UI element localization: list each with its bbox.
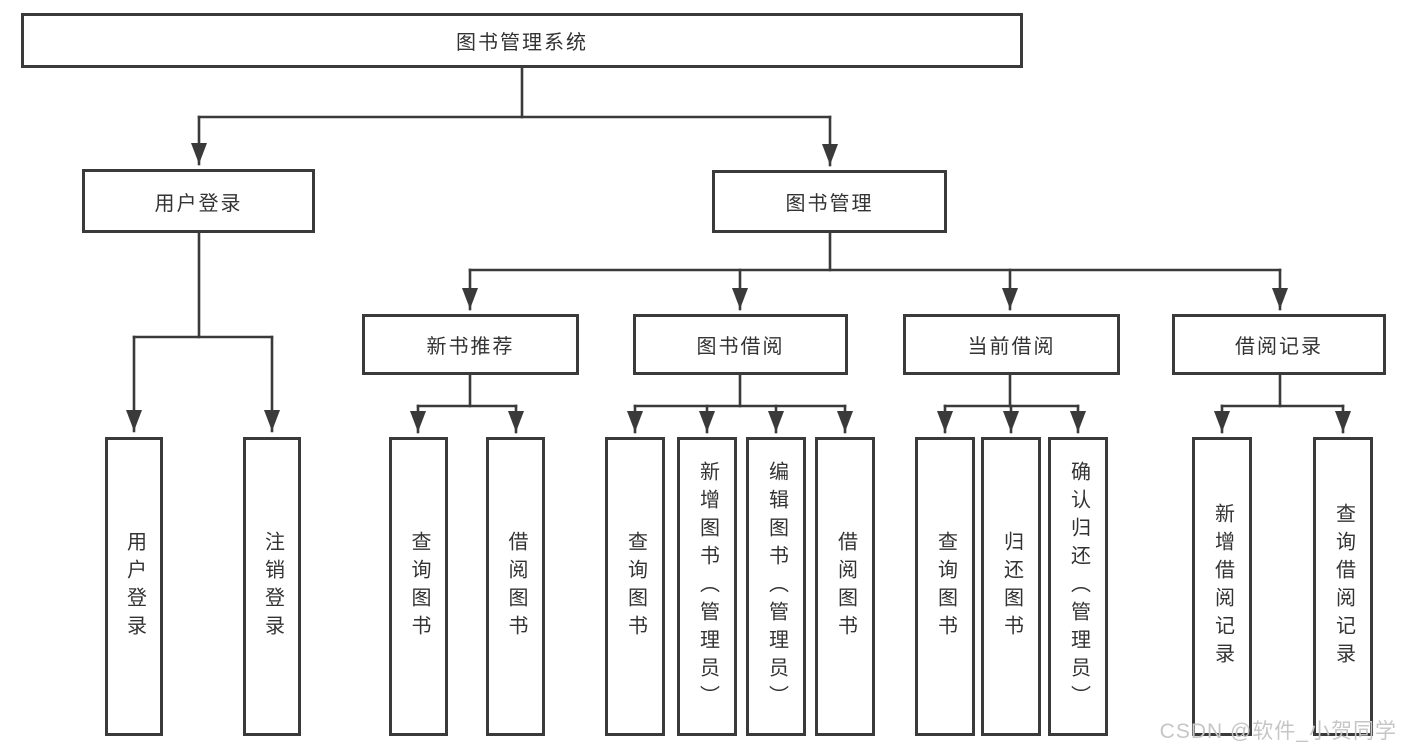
node-borrow-records: 借阅记录 <box>1172 314 1386 375</box>
leaf-return-book: 归还图书 <box>981 437 1041 736</box>
leaf-query-books-current: 查询图书 <box>915 437 975 736</box>
leaf-user-login-label: 用户登录 <box>123 530 146 643</box>
leaf-borrow-books-recommend-label: 借阅图书 <box>505 530 527 643</box>
leaf-add-borrow-record-label: 新增借阅记录 <box>1211 502 1234 671</box>
leaf-borrow-book: 借阅图书 <box>815 437 875 736</box>
leaf-borrow-book-label: 借阅图书 <box>834 530 857 643</box>
csdn-watermark: CSDN @软件_小贺同学 <box>1159 720 1397 743</box>
leaf-add-book-admin-label: 新增图书（管理员） <box>696 460 719 713</box>
leaf-query-books-borrow: 查询图书 <box>605 437 665 736</box>
leaf-query-books-recommend-label: 查询图书 <box>408 530 430 643</box>
leaf-return-book-label: 归还图书 <box>1000 530 1023 643</box>
leaf-add-borrow-record: 新增借阅记录 <box>1192 437 1252 736</box>
leaf-borrow-books-recommend: 借阅图书 <box>486 437 545 736</box>
leaf-query-books-borrow-label: 查询图书 <box>624 530 647 643</box>
leaf-user-login: 用户登录 <box>105 437 163 736</box>
leaf-logout-label: 注销登录 <box>261 530 284 643</box>
leaf-query-borrow-record-label: 查询借阅记录 <box>1332 502 1355 671</box>
leaf-confirm-return-admin: 确认归还（管理员） <box>1048 437 1108 736</box>
leaf-edit-book-admin: 编辑图书（管理员） <box>746 437 806 736</box>
leaf-query-books-current-label: 查询图书 <box>934 530 957 643</box>
node-new-book-recommend: 新书推荐 <box>362 314 579 375</box>
leaf-logout: 注销登录 <box>243 437 301 736</box>
leaf-query-books-recommend: 查询图书 <box>389 437 448 736</box>
node-book-management: 图书管理 <box>712 170 947 233</box>
node-user-login: 用户登录 <box>82 169 315 233</box>
leaf-confirm-return-admin-label: 确认归还（管理员） <box>1067 460 1090 713</box>
leaf-add-book-admin: 新增图书（管理员） <box>677 437 737 736</box>
leaf-query-borrow-record: 查询借阅记录 <box>1313 437 1373 736</box>
leaf-edit-book-admin-label: 编辑图书（管理员） <box>765 460 788 713</box>
node-current-borrow: 当前借阅 <box>903 314 1120 375</box>
node-root: 图书管理系统 <box>21 13 1023 68</box>
node-book-borrow: 图书借阅 <box>633 314 848 375</box>
